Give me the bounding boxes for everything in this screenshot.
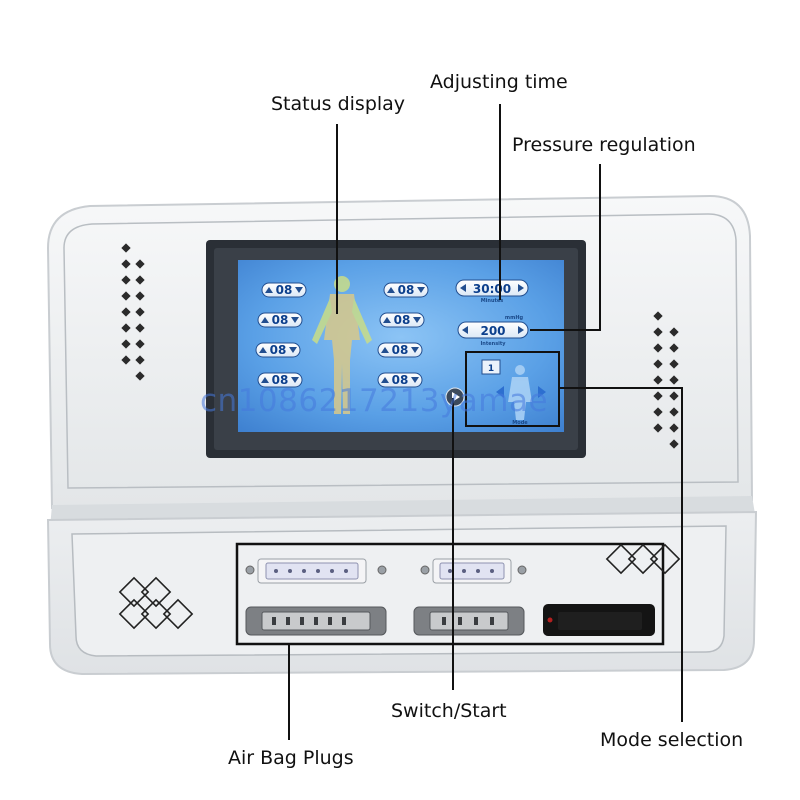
arrow-down-icon[interactable] bbox=[411, 347, 419, 353]
arrow-down-icon[interactable] bbox=[295, 287, 303, 293]
chamber-pill bbox=[383, 282, 429, 298]
mode-panel[interactable]: 1 Mode bbox=[481, 359, 546, 426]
chamber-value: 08 bbox=[392, 373, 409, 387]
callout-air-bag-plugs: Air Bag Plugs bbox=[228, 747, 354, 769]
arrow-left-icon[interactable] bbox=[460, 284, 466, 292]
arrow-down-icon[interactable] bbox=[411, 377, 419, 383]
arrow-down-icon[interactable] bbox=[289, 347, 297, 353]
mode-prev-icon[interactable] bbox=[496, 386, 504, 398]
intensity-label: Intensity bbox=[480, 341, 506, 347]
air-bag-plug-top-left[interactable] bbox=[245, 558, 387, 584]
arrow-down-icon[interactable] bbox=[413, 317, 421, 323]
chamber-control[interactable]: 08 bbox=[255, 342, 301, 358]
chamber-value: 08 bbox=[392, 343, 409, 357]
callout-mode-selection: Mode selection bbox=[600, 729, 744, 751]
callout-adjusting-time: Adjusting time bbox=[430, 71, 568, 93]
chamber-pill bbox=[379, 312, 425, 328]
chamber-control[interactable]: 08 bbox=[379, 312, 425, 328]
intensity-sublabel: mmHg bbox=[505, 315, 524, 321]
chamber-control[interactable]: 08 bbox=[261, 282, 307, 298]
arrow-right-icon[interactable] bbox=[518, 284, 524, 292]
callout-pressure-regulation: Pressure regulation bbox=[512, 134, 696, 156]
arrow-up-icon[interactable] bbox=[261, 317, 269, 323]
timer-label: Minutes bbox=[481, 298, 504, 304]
arrow-up-icon[interactable] bbox=[387, 287, 395, 293]
chamber-pill bbox=[257, 312, 303, 328]
callout-status-display: Status display bbox=[271, 93, 406, 115]
timer-control[interactable]: 30:00 Minutes bbox=[455, 279, 529, 304]
chamber-pill bbox=[255, 342, 301, 358]
arrow-down-icon[interactable] bbox=[291, 377, 299, 383]
chamber-value: 08 bbox=[276, 283, 293, 297]
chamber-controls: 08 08 08 08 08 08 08 08 bbox=[255, 282, 429, 388]
mode-highlight-box bbox=[465, 351, 560, 427]
arrow-down-icon[interactable] bbox=[417, 287, 425, 293]
mode-number: 1 bbox=[488, 364, 494, 374]
air-bag-plug-top-right[interactable] bbox=[420, 558, 527, 584]
chamber-control[interactable]: 08 bbox=[377, 372, 423, 388]
air-bag-plug-bottom-right[interactable] bbox=[413, 606, 525, 636]
plugs-highlight-box bbox=[235, 542, 665, 646]
chamber-value: 08 bbox=[270, 343, 287, 357]
mode-next-icon[interactable] bbox=[538, 386, 546, 398]
intensity-control[interactable]: mmHg 200 Intensity bbox=[457, 315, 529, 347]
brand-logo-right bbox=[605, 543, 681, 575]
chamber-pill bbox=[377, 372, 423, 388]
arrow-down-icon[interactable] bbox=[291, 317, 299, 323]
callout-switch-start: Switch/Start bbox=[391, 700, 507, 722]
chamber-value: 08 bbox=[272, 373, 289, 387]
mode-label: Mode bbox=[512, 420, 528, 426]
mode-figure-icon bbox=[508, 365, 532, 420]
power-socket[interactable] bbox=[543, 604, 655, 636]
chamber-control[interactable]: 08 bbox=[383, 282, 429, 298]
arrow-up-icon[interactable] bbox=[381, 347, 389, 353]
chamber-value: 08 bbox=[398, 283, 415, 297]
arrow-up-icon[interactable] bbox=[259, 347, 267, 353]
timer-value: 30:00 bbox=[473, 282, 511, 296]
arrow-up-icon[interactable] bbox=[381, 377, 389, 383]
chamber-pill bbox=[377, 342, 423, 358]
brand-logo-left bbox=[118, 576, 194, 630]
chamber-pill bbox=[261, 282, 307, 298]
leader-lines bbox=[288, 104, 683, 740]
chamber-value: 08 bbox=[272, 313, 289, 327]
chamber-control[interactable]: 08 bbox=[257, 372, 303, 388]
chamber-control[interactable]: 08 bbox=[257, 312, 303, 328]
arrow-left-icon[interactable] bbox=[462, 326, 468, 334]
arrow-right-icon[interactable] bbox=[518, 326, 524, 334]
chamber-pill bbox=[257, 372, 303, 388]
air-bag-plug-bottom-left[interactable] bbox=[245, 606, 387, 636]
arrow-up-icon[interactable] bbox=[265, 287, 273, 293]
chamber-value: 08 bbox=[394, 313, 411, 327]
intensity-value: 200 bbox=[480, 324, 505, 338]
watermark-text: cn1086217213yamae bbox=[200, 383, 549, 419]
arrow-up-icon[interactable] bbox=[383, 317, 391, 323]
chamber-control[interactable]: 08 bbox=[377, 342, 423, 358]
arrow-up-icon[interactable] bbox=[261, 377, 269, 383]
